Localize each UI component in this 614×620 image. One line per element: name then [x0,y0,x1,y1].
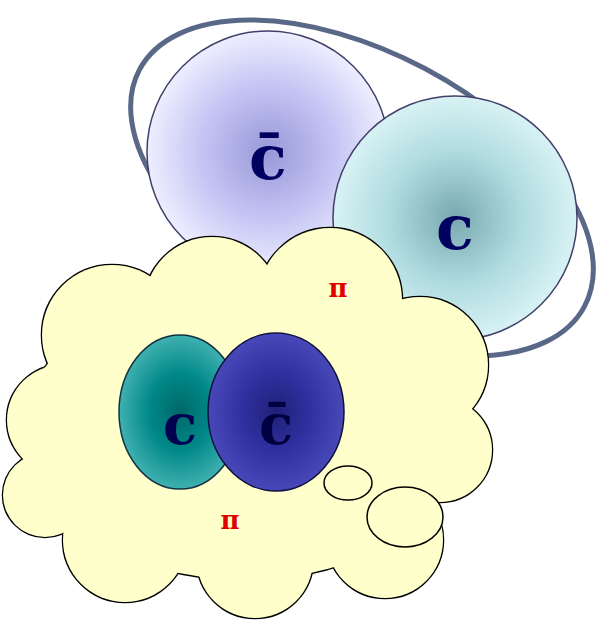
cloud-bubble [324,466,372,500]
cloud-bubble [367,487,443,547]
quark-circle: c̄ [207,332,345,492]
label-holder: c̄ [207,332,345,492]
label-holder: π [328,275,347,301]
particle-label: c [436,197,474,259]
label-holder: π [220,507,239,533]
pion-cloud: c c̄ π π [0,240,500,620]
particle-label: π [328,273,347,303]
particle-label: π [220,505,239,535]
particle-label: c [163,396,197,452]
particle-label: c̄ [259,396,293,452]
particle-label: c̄ [249,127,287,189]
